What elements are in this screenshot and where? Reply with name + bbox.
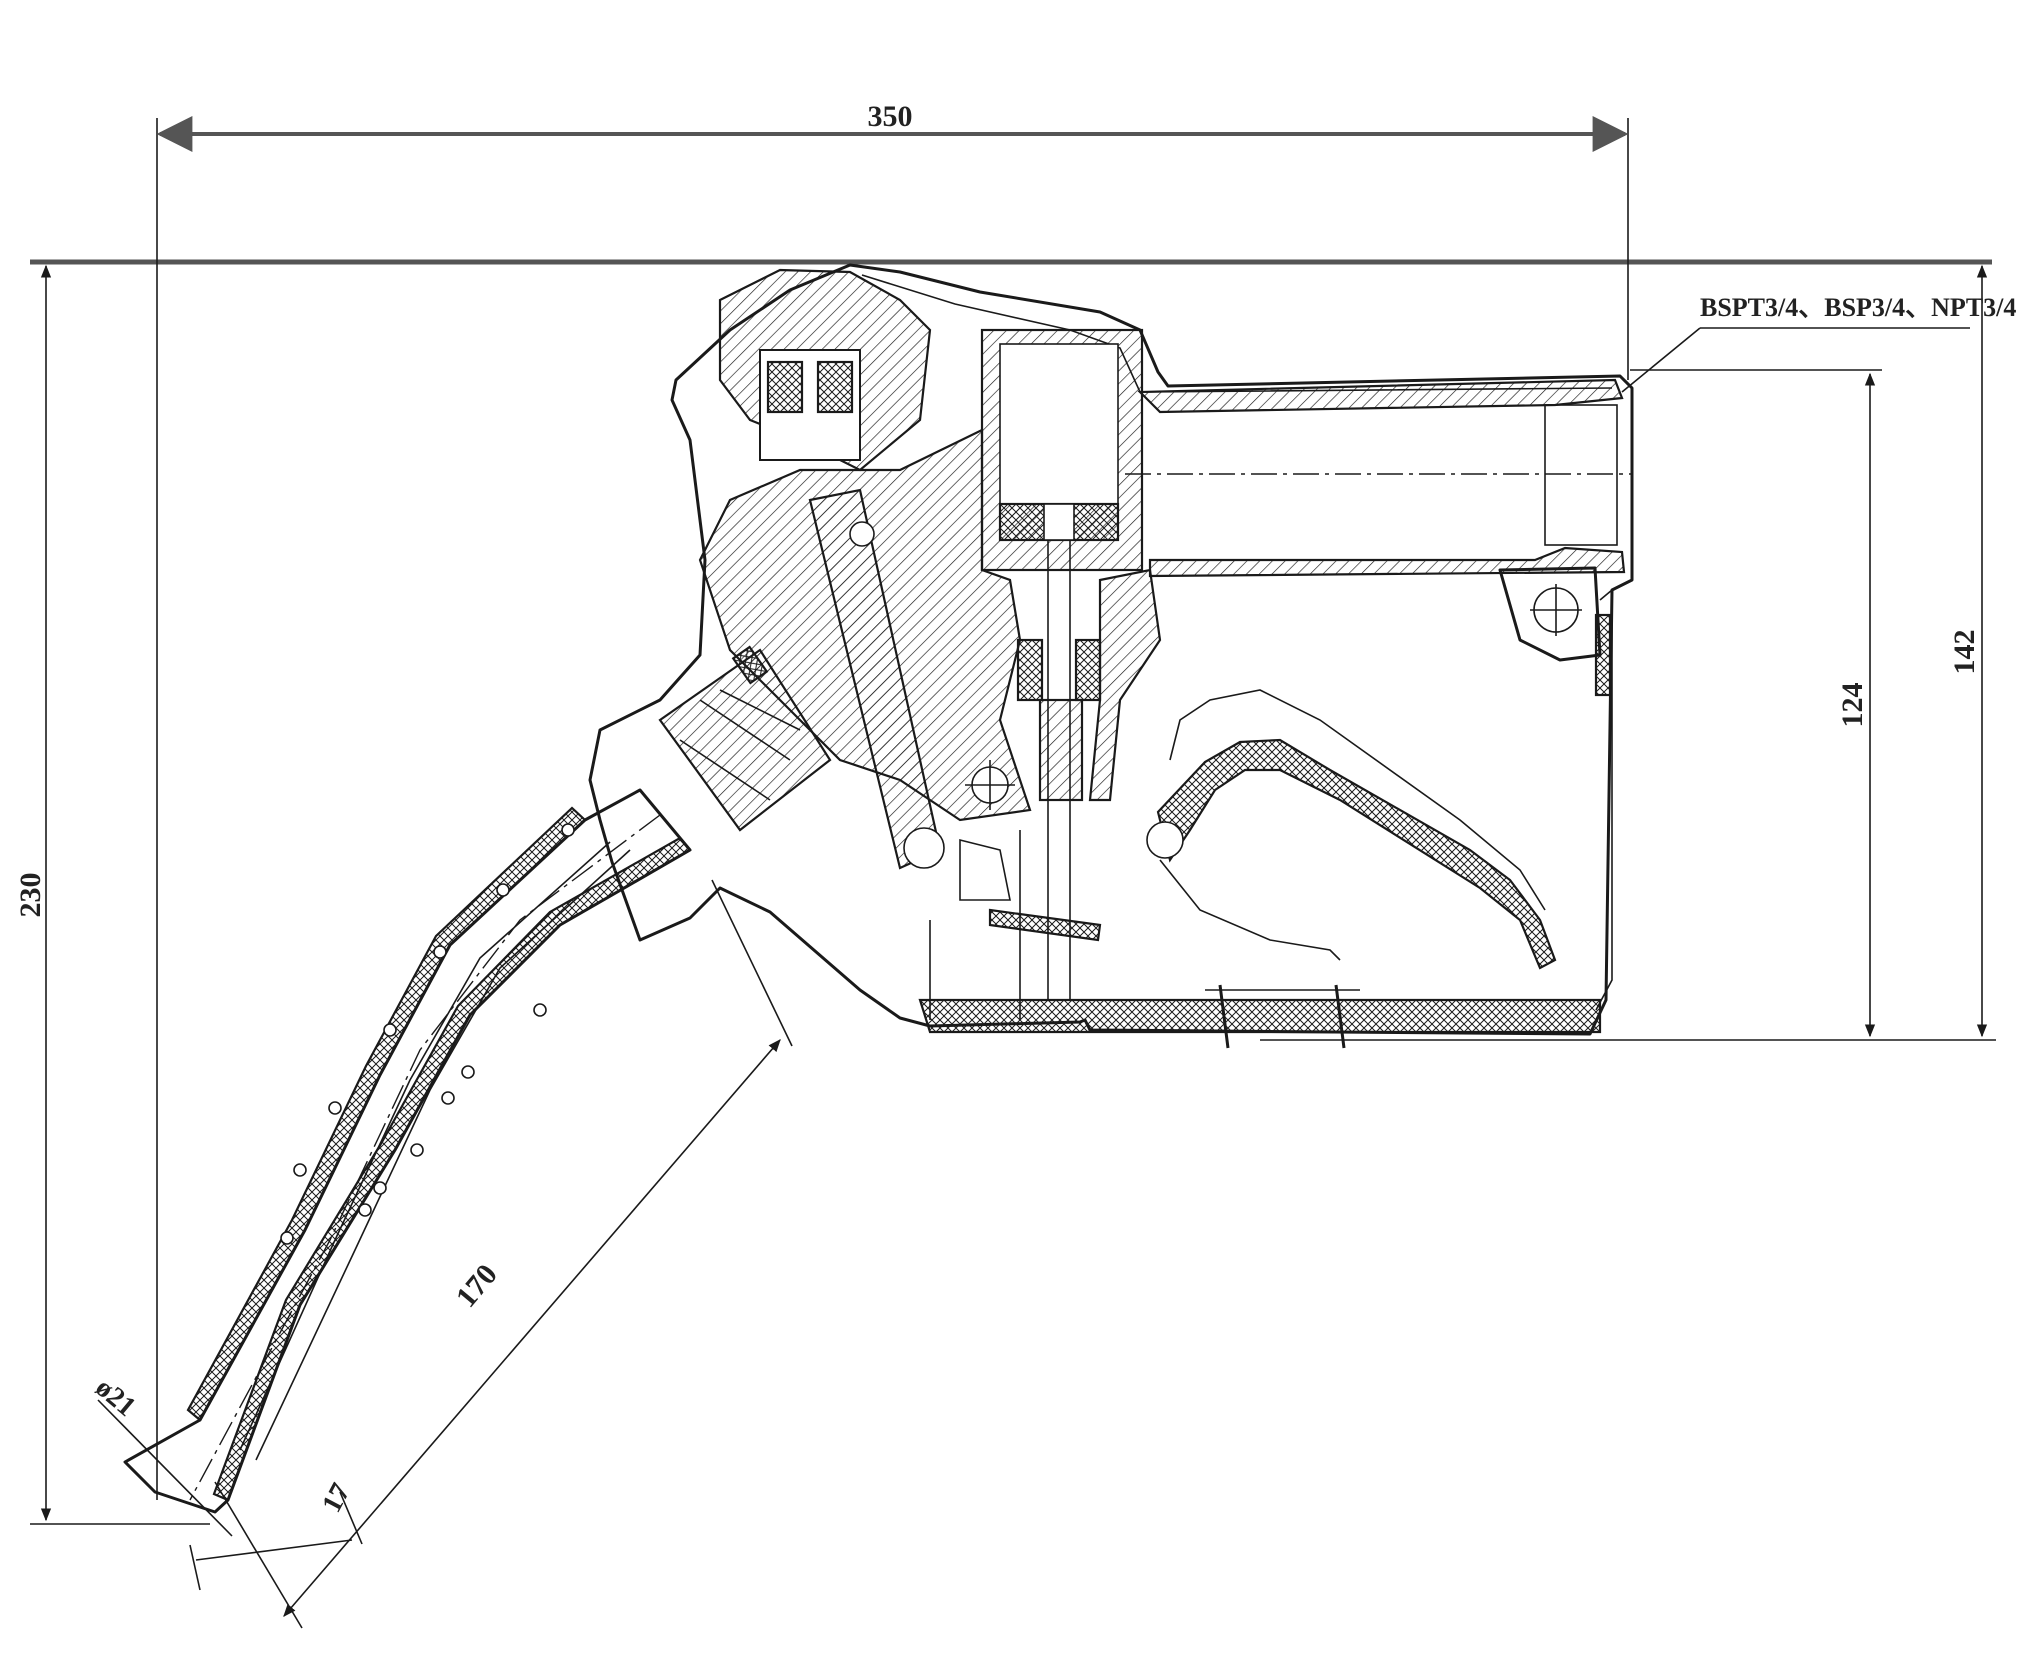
dimension-inlet-height-outer: 142 (1260, 264, 1996, 1041)
valve-cage (980, 328, 1144, 572)
dimension-spout-length-label: 170 (450, 1258, 504, 1314)
lever (1146, 689, 1557, 970)
spout-holes (280, 823, 575, 1245)
bottom-links (929, 830, 1102, 1020)
dimension-inlet-height-inner-label: 124 (1836, 683, 1869, 728)
spout-coupling (658, 645, 832, 832)
dimension-spout-tip-width-label: 17 (316, 1478, 357, 1517)
dimension-overall-length: 350 (156, 100, 1629, 1500)
dimension-overall-height: 230 (14, 264, 210, 1525)
valve-stem (1016, 540, 1102, 1000)
thread-callout-label: BSPT3/4、BSP3/4、NPT3/4 (1700, 293, 2016, 322)
dimension-overall-length-label: 350 (868, 100, 913, 133)
dimension-inlet-height-outer-label: 142 (1948, 630, 1981, 675)
diaphragm-rod (808, 488, 945, 870)
latch-block (1498, 566, 1602, 662)
pivot-mark (965, 760, 1015, 810)
dimension-overall-height-label: 230 (14, 873, 47, 918)
inlet-pipe (1125, 378, 1632, 578)
spout (123, 788, 692, 1514)
dimension-inlet-height-inner: 124 (1630, 369, 1882, 1038)
dimension-spout-diameter-label: ø21 (89, 1372, 141, 1423)
dimension-spout-length: 170 (214, 879, 793, 1629)
thread-callout: BSPT3/4、BSP3/4、NPT3/4 (1621, 293, 2016, 393)
